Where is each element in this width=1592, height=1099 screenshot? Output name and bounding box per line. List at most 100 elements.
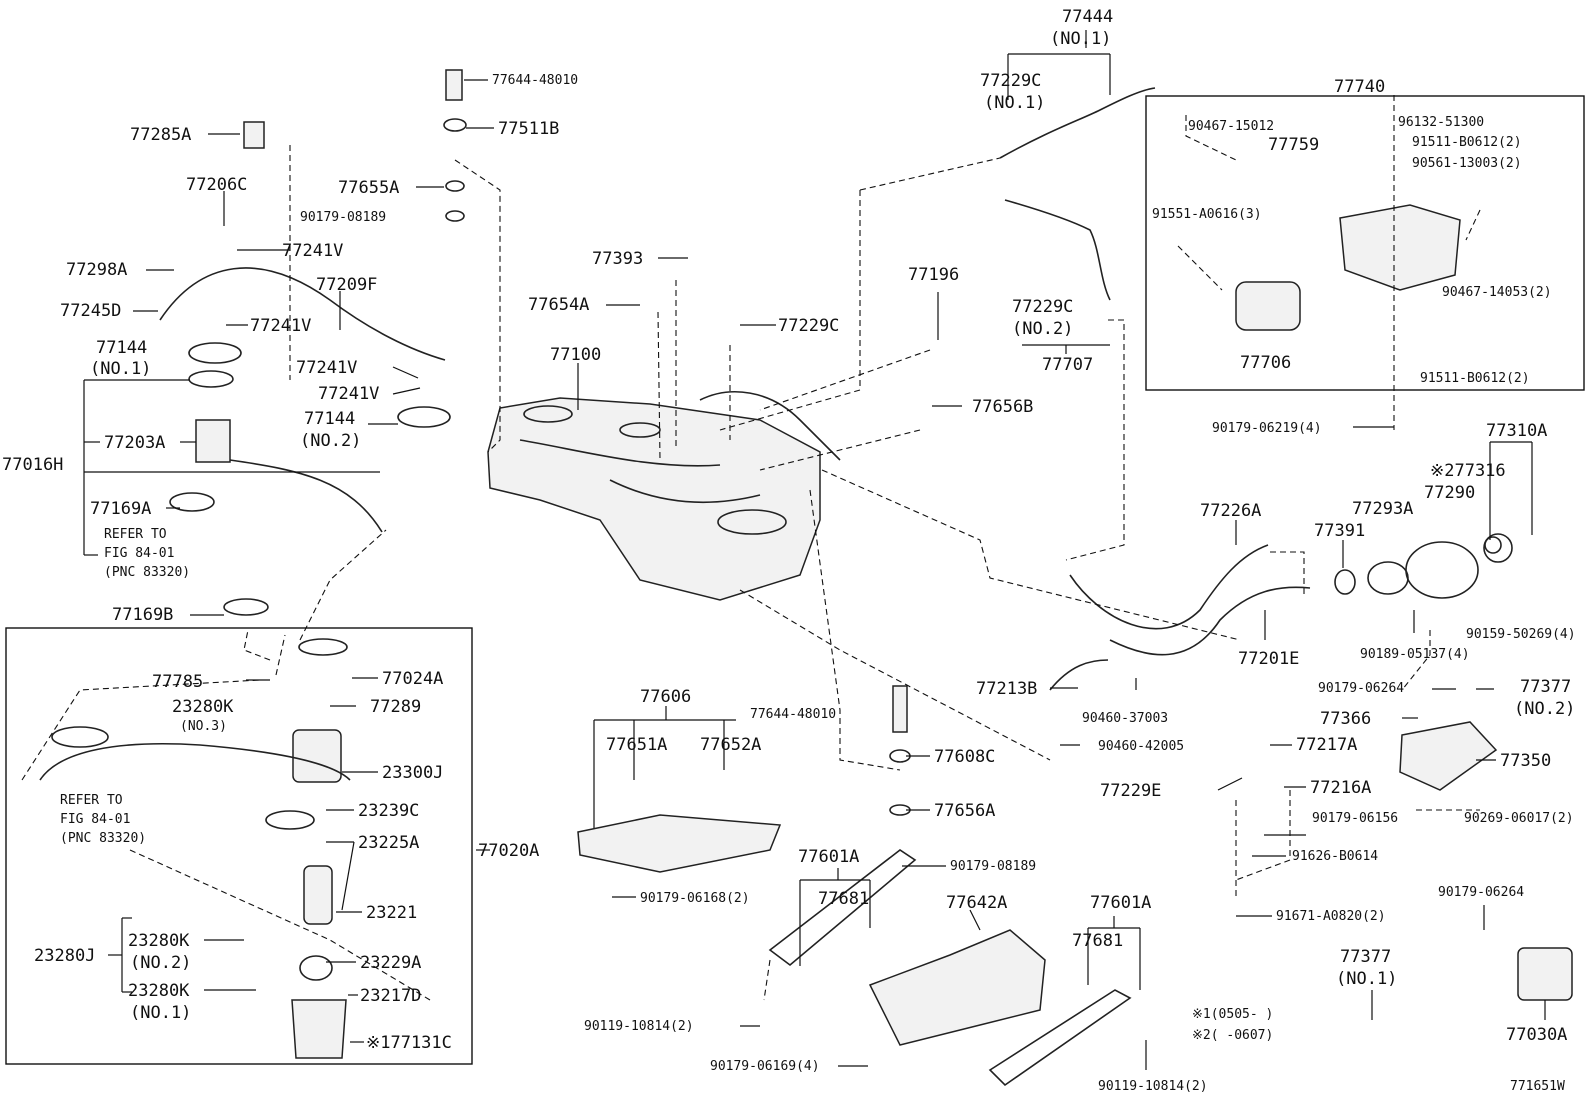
label-77644-48010-a: 77644-48010: [492, 73, 578, 88]
label-77655a: 77655A: [338, 178, 399, 198]
label-23280j: 23280J: [34, 946, 95, 966]
label-23280k-no3: 23280K: [172, 697, 234, 717]
label-90467-14053: 90467-14053(2): [1442, 285, 1552, 300]
label-77377-no2-sub: (NO.2): [1514, 699, 1575, 719]
label-77681-b: 77681: [1072, 931, 1123, 951]
label-90460-42005: 90460-42005: [1098, 739, 1184, 754]
diagram-id: 771651W: [1510, 1079, 1565, 1094]
label-77654a: 77654A: [528, 295, 589, 315]
label-77606: 77606: [640, 687, 691, 707]
label-77285a: 77285A: [130, 125, 191, 145]
label-77229c-no2-sub: (NO.2): [1012, 319, 1073, 339]
label-77196: 77196: [908, 265, 959, 285]
label-77229c-no1-sub: (NO.1): [984, 93, 1045, 113]
label-refer1-a: REFER TO: [104, 527, 167, 542]
label-refer2-b: FIG 84-01: [60, 812, 130, 827]
label-77100: 77100: [550, 345, 601, 365]
label-77144-no2-sub: (NO.2): [300, 431, 361, 451]
label-77144-no1: 77144: [96, 338, 147, 358]
canister-shape: [1235, 204, 1461, 331]
label-90179-06169: 90179-06169(4): [710, 1059, 820, 1074]
label-23280k-no2: 23280K: [128, 931, 190, 951]
fuel-tank-shape: [487, 397, 821, 601]
fuel-pump-shape: [39, 638, 351, 1059]
label-90179-06168: 90179-06168(2): [640, 891, 750, 906]
label-refer1-b: FIG 84-01: [104, 546, 174, 561]
label-77241v-b: 77241V: [250, 316, 311, 336]
label-77229c-c: 77229C: [778, 316, 839, 336]
label-23239c: 23239C: [358, 801, 419, 821]
fastener-shapes: [243, 69, 911, 816]
label-77020a: 77020A: [478, 841, 539, 861]
label-77681-a: 77681: [818, 889, 869, 909]
label-77217a: 77217A: [1296, 735, 1357, 755]
label-90179-08189-b: 90179-08189: [950, 859, 1036, 874]
dashed-reference-lines: [21, 95, 1481, 1001]
label-90179-06264-b: 90179-06264: [1438, 885, 1524, 900]
label-77245d: 77245D: [60, 301, 121, 321]
label-77656b: 77656B: [972, 397, 1033, 417]
note-2: ※2( -0607): [1192, 1028, 1273, 1043]
label-90179-06264-a: 90179-06264: [1318, 681, 1404, 696]
label-90119-10814-b: 90119-10814(2): [1098, 1079, 1208, 1094]
label-23217d: 23217D: [360, 986, 421, 1006]
label-90269-06017: 90269-06017(2): [1464, 811, 1574, 826]
label-77608c: 77608C: [934, 747, 995, 767]
label-refer1-c: (PNC 83320): [104, 565, 190, 580]
label-23229a: 23229A: [360, 953, 421, 973]
label-23280k-no1: 23280K: [128, 981, 190, 1001]
label-91626-b0614: 91626-B0614: [1292, 849, 1378, 864]
label-77511b: 77511B: [498, 119, 559, 139]
protector-shapes: [577, 814, 1132, 1087]
label-77290: 77290: [1424, 483, 1475, 503]
label-77293a: 77293A: [1352, 499, 1413, 519]
label-77298a: 77298A: [66, 260, 127, 280]
label-91511-b0612-b: 91511-B0612(2): [1420, 371, 1530, 386]
label-77241v-d: 77241V: [318, 384, 379, 404]
label-77144-no2: 77144: [304, 409, 355, 429]
canister-group-box: [1145, 95, 1585, 391]
filler-parts-shapes: [1334, 533, 1573, 1001]
label-91551-a0616: 91551-A0616(3): [1152, 207, 1262, 222]
label-77377-no1: 77377: [1340, 947, 1391, 967]
label-77444-sub: (NO.1): [1050, 29, 1111, 49]
label-91511-b0612-a: 91511-B0612(2): [1412, 135, 1522, 150]
label-77642a: 77642A: [946, 893, 1007, 913]
label-77785: 77785: [152, 672, 203, 692]
label-77169a: 77169A: [90, 499, 151, 519]
label-23280k-no1-sub: (NO.1): [130, 1003, 191, 1023]
label-77601a-b: 77601A: [1090, 893, 1151, 913]
label-23221: 23221: [366, 903, 417, 923]
label-77740: 77740: [1334, 77, 1385, 97]
label-77350: 77350: [1500, 751, 1551, 771]
label-90179-06219: 90179-06219(4): [1212, 421, 1322, 436]
label-77391: 77391: [1314, 521, 1365, 541]
label-91671-a0820: 91671-A0820(2): [1276, 909, 1386, 924]
label-77030a: 77030A: [1506, 1025, 1567, 1045]
label-77203a: 77203A: [104, 433, 165, 453]
label-77229c-no2: 77229C: [1012, 297, 1073, 317]
label-77366: 77366: [1320, 709, 1371, 729]
label-77144-no1-sub: (NO.1): [90, 359, 151, 379]
label-77656a: 77656A: [934, 801, 995, 821]
label-90189-05137: 90189-05137(4): [1360, 647, 1470, 662]
fuel-pump-group-box: [5, 627, 473, 1065]
label-77024a: 77024A: [382, 669, 443, 689]
label-77444: 77444: [1062, 7, 1113, 27]
label-77016h: 77016H: [2, 455, 63, 475]
label-90179-06156: 90179-06156: [1312, 811, 1398, 826]
label-90460-37003: 90460-37003: [1082, 711, 1168, 726]
label-77131c: ※177131C: [366, 1033, 452, 1053]
label-90179-08189-a: 90179-08189: [300, 210, 386, 225]
label-77316: ※277316: [1430, 461, 1506, 481]
label-23280k-no3-sub: (NO.3): [180, 719, 227, 734]
label-77759: 77759: [1268, 135, 1319, 155]
label-77216a: 77216A: [1310, 778, 1371, 798]
label-77601a-a: 77601A: [798, 847, 859, 867]
label-77289: 77289: [370, 697, 421, 717]
label-77651a: 77651A: [606, 735, 667, 755]
label-77213b: 77213B: [976, 679, 1037, 699]
label-96132-51300: 96132-51300: [1398, 115, 1484, 130]
label-90467-15012: 90467-15012: [1188, 119, 1274, 134]
